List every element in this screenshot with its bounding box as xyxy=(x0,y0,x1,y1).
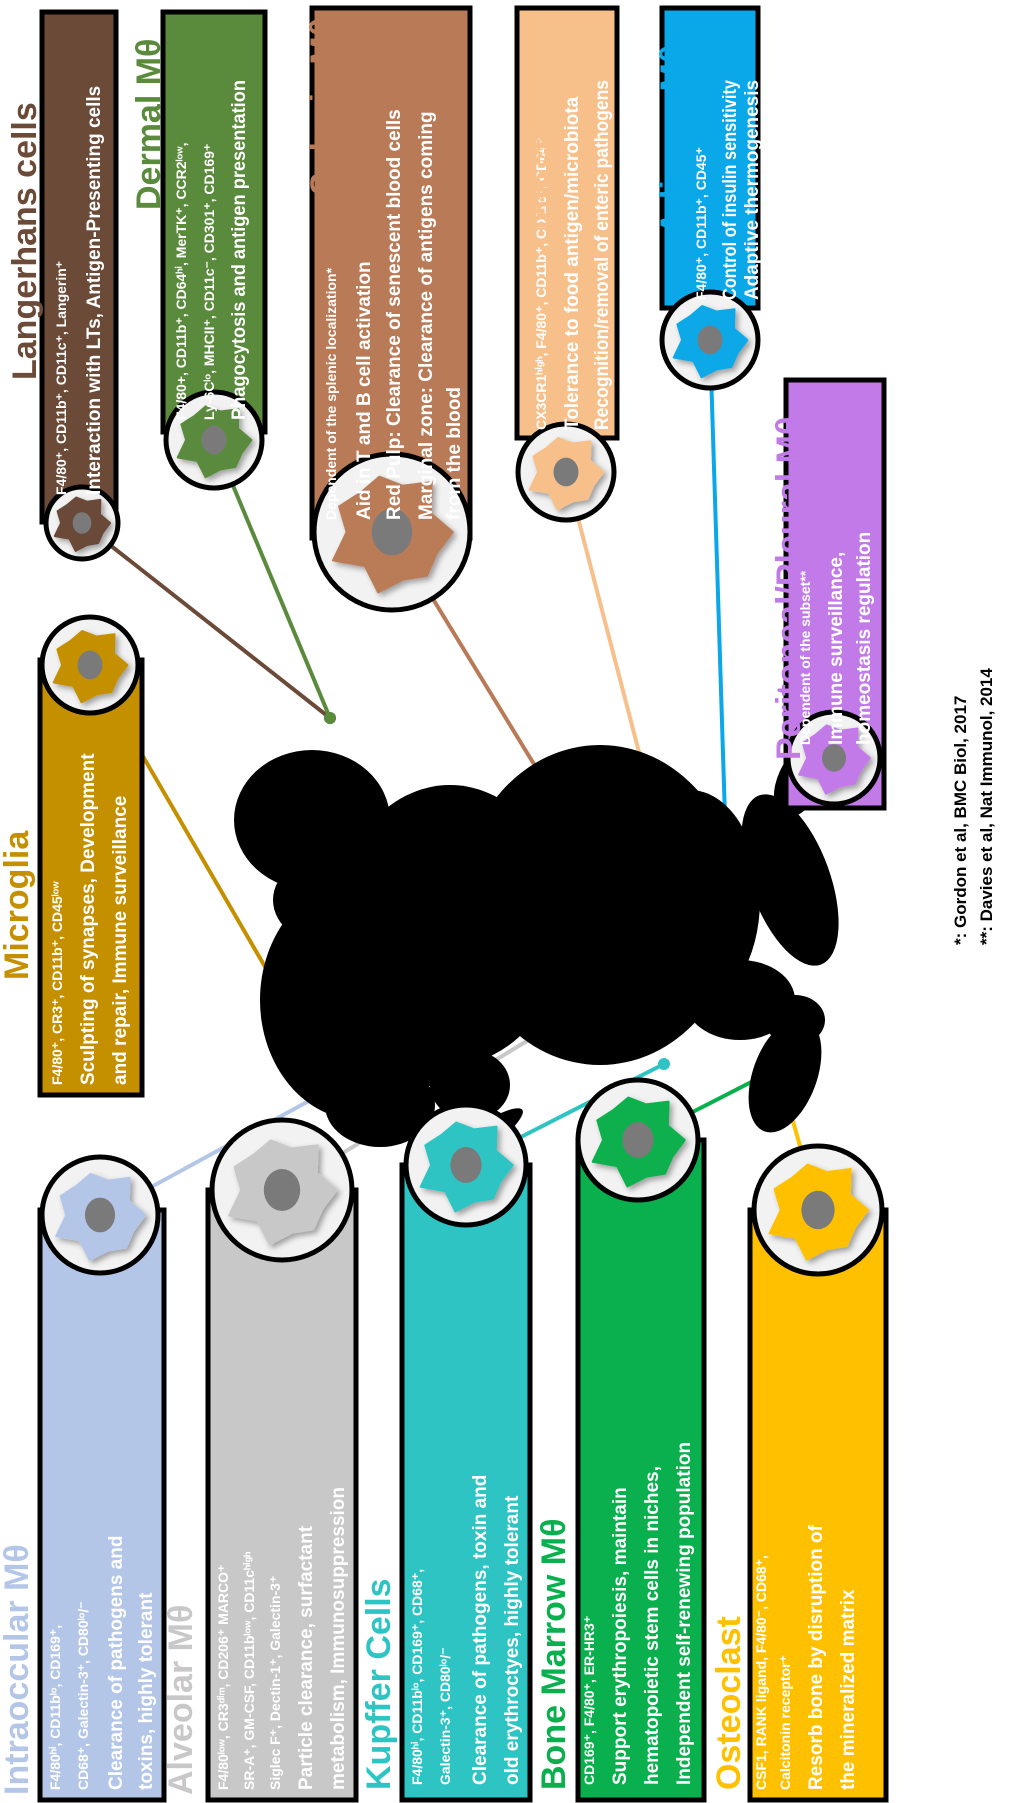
alveolar-text-line: SR-A⁺, GM-CSF, CD11bˡᵒʷ, CD11cʰⁱᵍʰ xyxy=(241,1552,257,1790)
intraoccular-text-line: Clearance of pathogens and xyxy=(106,1536,127,1790)
intestinal-text-line: CX3CR1ʰⁱᵍʰ, F4/80⁺, CD11b⁺, CD11c⁺, CD64… xyxy=(533,138,549,430)
bonemarrow-title: Bone Marrow Mθ xyxy=(535,1518,573,1790)
bonemarrow-text-line: CD169⁺, F4/80⁺, ER-HR3⁺ xyxy=(581,1616,597,1785)
osteoclast-text-line: Resorb bone by disruption of xyxy=(806,1524,827,1790)
adipose-text-line: Control of insulin sensitivity xyxy=(720,80,741,300)
intraoccular-title: Intraoccular Mθ xyxy=(0,1544,36,1795)
mouse-silhouette xyxy=(234,742,839,1258)
kupffer-box xyxy=(399,1162,533,1803)
intestinal-text-line: Recognition/removal of enteric pathogens xyxy=(592,80,613,430)
langerhans-title: Langerhans cells xyxy=(6,102,44,380)
splenic-title: Splenic Mθ xyxy=(304,18,342,195)
peritoneal-text-line: homeostasis regulation xyxy=(854,532,875,745)
dermal-box xyxy=(160,9,268,435)
kupffer-text-line: old erythroctyes, highly tolerant xyxy=(502,1495,523,1785)
langerhans-connector xyxy=(80,521,332,720)
osteoclast-cell-nucleus xyxy=(801,1190,835,1230)
adipose-panel: F4/80⁺, CD11b⁺, CD45⁺ Control of insulin … xyxy=(654,5,763,391)
peritoneal-panel: Dependent of the subset** Immune surveill… xyxy=(770,377,887,811)
peritoneal-text-line: Immune surveillance, xyxy=(826,552,847,745)
bonemarrow-text-line: Support erythropoiesis, maintain xyxy=(610,1487,631,1785)
alveolar-text-line: Siglec F⁺, Dectin-1⁺, Galectin-3⁺ xyxy=(267,1576,283,1790)
microglia-panel: F4/80⁺, CR3⁺, CD11b⁺, CD45ˡᵒʷ Sculpting o… xyxy=(0,614,145,1098)
splenic-cell-nucleus xyxy=(371,508,413,556)
dermal-text-line: Phagocytosis and antigen presentation xyxy=(229,80,250,420)
microglia-cell-nucleus xyxy=(77,650,103,680)
kupffer-text-line: Galectin-3⁺, CD80ˡᵒ/⁻ xyxy=(437,1647,453,1785)
adipose-text-line: F4/80⁺, CD11b⁺, CD45⁺ xyxy=(693,147,709,300)
intestinal-box xyxy=(514,5,620,441)
alveolar-text-line: Particle clearance, surfactant xyxy=(296,1525,317,1790)
intraoccular-text-line: toxins, highly tolerant xyxy=(136,1592,157,1790)
intraoccular-panel: F4/80ʰⁱ, CD11bˡᵒ, CD169⁺, CD68⁺, Galectin… xyxy=(0,1154,167,1803)
splenic-text-line: from the blood xyxy=(444,387,465,520)
alveolar-panel: F4/80ˡᵒʷ, CR3ᵈⁱᵐ, CD206⁺ MARCO⁺ SR-A⁺, GM… xyxy=(162,1117,359,1803)
alveolar-cell-nucleus xyxy=(263,1169,301,1211)
dermal-panel: F4/80+, CD11b⁺, CD64ʰⁱ, MerTK⁺, CCR2ˡᵒʷ,… xyxy=(130,9,268,491)
alveolar-text-line: F4/80ˡᵒʷ, CR3ᵈⁱᵐ, CD206⁺ MARCO⁺ xyxy=(215,1565,231,1790)
microglia-text-line: F4/80⁺, CR3⁺, CD11b⁺, CD45ˡᵒʷ xyxy=(49,881,65,1085)
kupffer-panel: F4/80ʰⁱ, CD11bˡᵒ, CD169⁺, CD68⁺, Galectin… xyxy=(360,1102,533,1803)
langerhans-cell-nucleus xyxy=(72,512,92,534)
dermal-text-line: F4/80+, CD11b⁺, CD64ʰⁱ, MerTK⁺, CCR2ˡᵒʷ, xyxy=(173,143,189,421)
microglia-box xyxy=(37,657,145,1098)
alveolar-box xyxy=(205,1187,359,1803)
splenic-box xyxy=(309,5,473,541)
splenic-text-line: Dependent of the splenic localization* xyxy=(323,267,339,520)
dermal-target-dot xyxy=(324,712,336,724)
osteoclast-text-line: the mineralized matrix xyxy=(838,1589,859,1790)
dermal-cell-nucleus xyxy=(201,425,227,455)
splenic-text-line: Red Pulp: Clearance of senescent blood c… xyxy=(384,109,405,520)
splenic-text-line: Aid in T and B cell activation xyxy=(354,261,375,520)
microglia-title: Microglia xyxy=(0,830,36,980)
splenic-text-line: Marginal zone: Clearance of antigens com… xyxy=(416,111,437,520)
alveolar-title: Alveolar Mθ xyxy=(162,1605,200,1795)
osteoclast-panel: CSF1, RANK ligand, F4/80⁻, CD68⁺, Calcito… xyxy=(710,1143,889,1803)
intraoccular-text-line: CD68⁺, Galectin-3⁺, CD80ˡᵒ/⁻ xyxy=(75,1601,91,1790)
kupffer-cell-nucleus xyxy=(450,1147,482,1183)
adipose-cell-nucleus xyxy=(697,325,723,355)
bonemarrow-text-line: Independent self-renewing population xyxy=(674,1442,695,1785)
bonemarrow-cell-nucleus xyxy=(622,1122,654,1158)
intestinal-title: Intestinal Mθ xyxy=(525,25,563,230)
intraoccular-cell-nucleus xyxy=(84,1197,116,1233)
kupffer-title: Kupffer Cells xyxy=(360,1578,398,1790)
peritoneal-cell-nucleus xyxy=(822,744,846,772)
adipose-text-line: Adaptive thermogenesis xyxy=(742,80,763,300)
dermal-title: Dermal Mθ xyxy=(130,39,168,210)
langerhans-panel: F4/80⁺, CD11b⁺, CD11c⁺, Langerin⁺ Interac… xyxy=(6,9,121,562)
osteoclast-box xyxy=(747,1207,889,1803)
dermal-text-line: Ly-6Cˡᵒ, MHCII⁺, CD11c⁻, CD301⁺, CD169⁺ xyxy=(201,144,217,420)
intraoccular-text-line: F4/80ʰⁱ, CD11bˡᵒ, CD169⁺, xyxy=(47,1625,63,1790)
osteoclast-text-line: Calcitonin receptor⁺ xyxy=(777,1655,793,1790)
adipose-title: Adipose Mθ xyxy=(654,45,692,235)
bonemarrow-panel: CD169⁺, F4/80⁺, ER-HR3⁺ Support erythropo… xyxy=(535,1077,707,1803)
reference-2: **: Davies et al, Nat Immunol, 2014 xyxy=(977,668,996,945)
microglia-text-line: Sculpting of synapses, Development xyxy=(78,753,99,1085)
bonemarrow-box xyxy=(575,1137,707,1803)
kupffer-text-line: Clearance of pathogens, toxin and xyxy=(470,1475,491,1785)
alveolar-text-line: metabolism, Immunosuppression xyxy=(328,1487,349,1790)
microglia-text-line: and repair, Immune surveillance xyxy=(110,796,131,1085)
kupffer-target-dot xyxy=(658,1058,670,1070)
langerhans-text-line: F4/80⁺, CD11b⁺, CD11c⁺, Langerin⁺ xyxy=(53,261,69,495)
cell-panels: F4/80⁺, CD11b⁺, CD11c⁺, Langerin⁺ Interac… xyxy=(0,5,889,1803)
splenic-panel: Dependent of the splenic localization* Ai… xyxy=(304,5,473,613)
langerhans-box xyxy=(39,9,119,525)
intestinal-text-line: Tolerance to food antigen/microbiota xyxy=(562,96,583,430)
reference-1: *: Gordon et al, BMC Biol, 2017 xyxy=(951,696,970,945)
osteoclast-text-line: CSF1, RANK ligand, F4/80⁻, CD68⁺, xyxy=(753,1555,769,1790)
intestinal-panel: CX3CR1ʰⁱᵍʰ, F4/80⁺, CD11b⁺, CD11c⁺, CD64… xyxy=(514,5,620,523)
peritoneal-text-line: Dependent of the subset** xyxy=(797,570,813,745)
intestinal-cell-nucleus xyxy=(553,457,579,487)
osteoclast-title: Osteoclast xyxy=(710,1616,748,1790)
references: *: Gordon et al, BMC Biol, 2017 **: Davi… xyxy=(951,668,996,945)
bonemarrow-text-line: hematopoietic stem cells in niches, xyxy=(642,1466,663,1785)
kupffer-text-line: F4/80ʰⁱ, CD11bˡᵒ, CD169⁺, CD68⁺, xyxy=(409,1569,425,1785)
peritoneal-title: Peritoneal/Pleural Mθ xyxy=(770,417,808,760)
langerhans-text-line: Interaction with LTs, Antigen-Presenting… xyxy=(84,86,105,495)
